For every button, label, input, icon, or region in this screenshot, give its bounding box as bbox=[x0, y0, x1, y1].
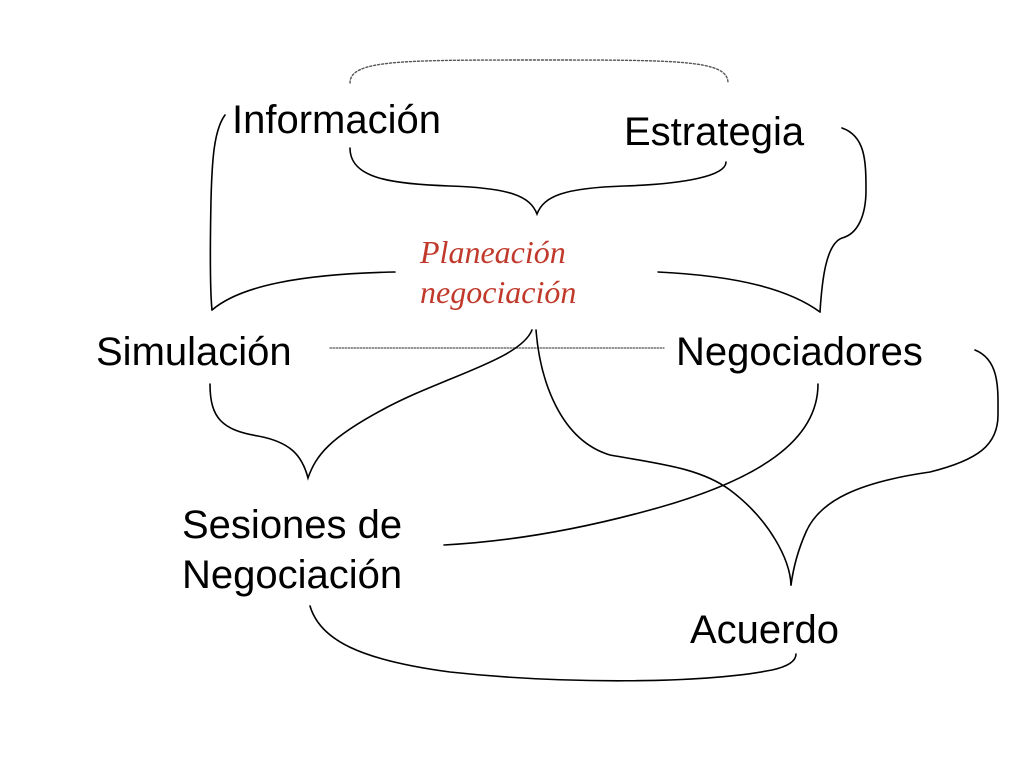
node-simulacion: Simulación bbox=[96, 330, 292, 374]
node-estrategia: Estrategia bbox=[624, 110, 805, 154]
arc-left-center bbox=[211, 271, 396, 311]
curve-negociadores-sesiones bbox=[443, 383, 819, 546]
node-sesiones-line1: Sesiones de bbox=[182, 503, 403, 547]
node-acuerdo: Acuerdo bbox=[690, 608, 839, 652]
node-informacion: Información bbox=[232, 98, 441, 142]
node-sesiones: Sesiones de Negociación bbox=[182, 500, 402, 600]
node-sesiones-line2: Negociación bbox=[182, 553, 403, 597]
bracket-negociadores-acuerdo bbox=[790, 349, 999, 586]
center-topic-line2: negociación bbox=[420, 274, 577, 310]
arc-right-center bbox=[657, 271, 821, 313]
center-topic: Planeación negociación bbox=[420, 232, 576, 312]
curve-sesiones-acuerdo bbox=[309, 605, 797, 682]
brace-simulacion bbox=[209, 329, 533, 481]
brace-top bbox=[349, 147, 727, 217]
bracket-right bbox=[819, 127, 867, 313]
line-center-acuerdo bbox=[535, 329, 792, 586]
center-topic-line1: Planeación bbox=[420, 234, 566, 270]
dotted-arc-top bbox=[349, 59, 729, 84]
node-negociadores: Negociadores bbox=[676, 330, 923, 374]
bracket-left bbox=[209, 114, 226, 311]
